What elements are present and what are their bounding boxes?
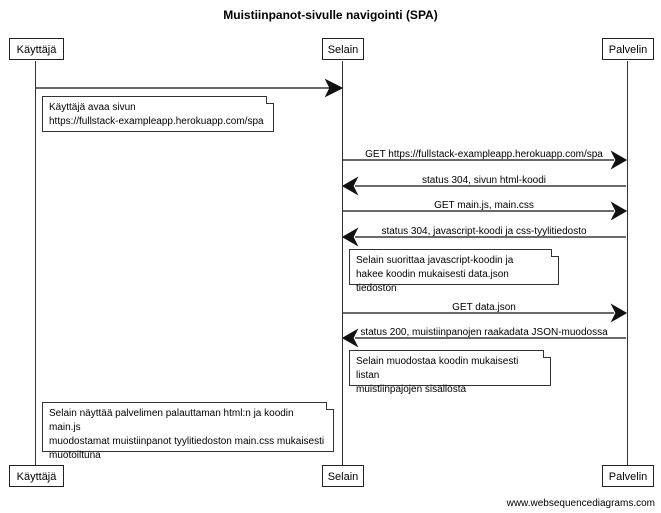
participant-kayttaja-bottom: Käyttäjä — [9, 465, 64, 487]
footer-credit: www.websequencediagrams.com — [506, 498, 655, 509]
arrowhead-right-icon — [610, 150, 628, 170]
message-label-3: GET main.js, main.css — [434, 200, 534, 211]
participant-palvelin-top: Palvelin — [602, 38, 654, 60]
participant-label: Selain — [327, 471, 359, 483]
arrowhead-left-icon — [341, 227, 359, 247]
arrowhead-left-icon — [341, 328, 359, 348]
lifeline-kayttaja — [35, 61, 36, 465]
participant-label: Käyttäjä — [16, 44, 57, 56]
participant-label: Palvelin — [608, 44, 648, 56]
note-selain-suorittaa: Selain suorittaa javascript-koodin ja ha… — [349, 249, 559, 294]
message-label-1: GET https://fullstack-exampleapp.herokua… — [365, 149, 603, 160]
arrowhead-left-icon — [341, 176, 359, 196]
arrowhead-right-icon — [610, 303, 628, 323]
lifeline-palvelin — [627, 61, 628, 465]
participant-label: Palvelin — [608, 471, 648, 483]
message-label-4: status 304, javascript-koodi ja css-tyyl… — [381, 226, 587, 237]
participant-kayttaja-top: Käyttäjä — [9, 38, 64, 60]
arrowhead-right-icon — [324, 78, 344, 98]
message-label-2: status 304, sivun html-koodi — [422, 175, 546, 186]
participant-label: Selain — [327, 44, 359, 56]
participant-label: Käyttäjä — [16, 471, 57, 483]
note-selain-muodostaa: Selain muodostaa koodin mukaisesti lista… — [349, 350, 551, 395]
note-selain-nayttaa: Selain näyttää palvelimen palauttaman ht… — [42, 402, 334, 461]
diagram-title: Muistiinpanot-sivulle navigointi (SPA) — [223, 8, 438, 22]
message-label-6: status 200, muistiinpanojen raakadata JS… — [360, 327, 608, 338]
participant-selain-bottom: Selain — [322, 465, 364, 487]
lifeline-selain — [342, 61, 343, 465]
arrowhead-right-icon — [610, 201, 628, 221]
participant-palvelin-bottom: Palvelin — [602, 465, 654, 487]
note-kayttaja-avaa: Käyttäjä avaa sivun https://fullstack-ex… — [42, 96, 274, 132]
message-label-5: GET data.json — [452, 302, 516, 313]
participant-selain-top: Selain — [322, 38, 364, 60]
